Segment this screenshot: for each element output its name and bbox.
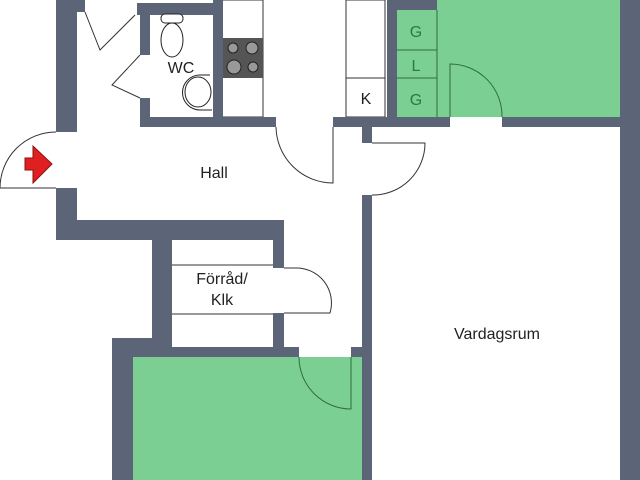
doors [0, 11, 503, 410]
hall-label: Hall [200, 165, 228, 182]
wardrobe-label-l: L [412, 58, 421, 75]
kitchen-counter-left [221, 0, 264, 118]
wardrobes [397, 10, 438, 117]
entrance-arrow-icon [24, 144, 53, 185]
bedroom-top [397, 0, 620, 117]
sink-icon [182, 74, 212, 111]
storage-label-line1: Förråd/ [196, 270, 248, 288]
living-room-label: Vardagsrum [454, 326, 540, 343]
kitchen-counter-right [345, 0, 386, 118]
storage-label-line2: Klk [211, 292, 234, 309]
wardrobe-label-g2: G [410, 92, 422, 109]
walls [56, 0, 640, 480]
bedroom-bottom [133, 357, 362, 480]
wc-label: WC [168, 60, 195, 77]
wardrobe-label-g1: G [410, 24, 422, 41]
kitchen-cabinet-label: K [361, 91, 372, 108]
toilet-icon [160, 13, 184, 58]
